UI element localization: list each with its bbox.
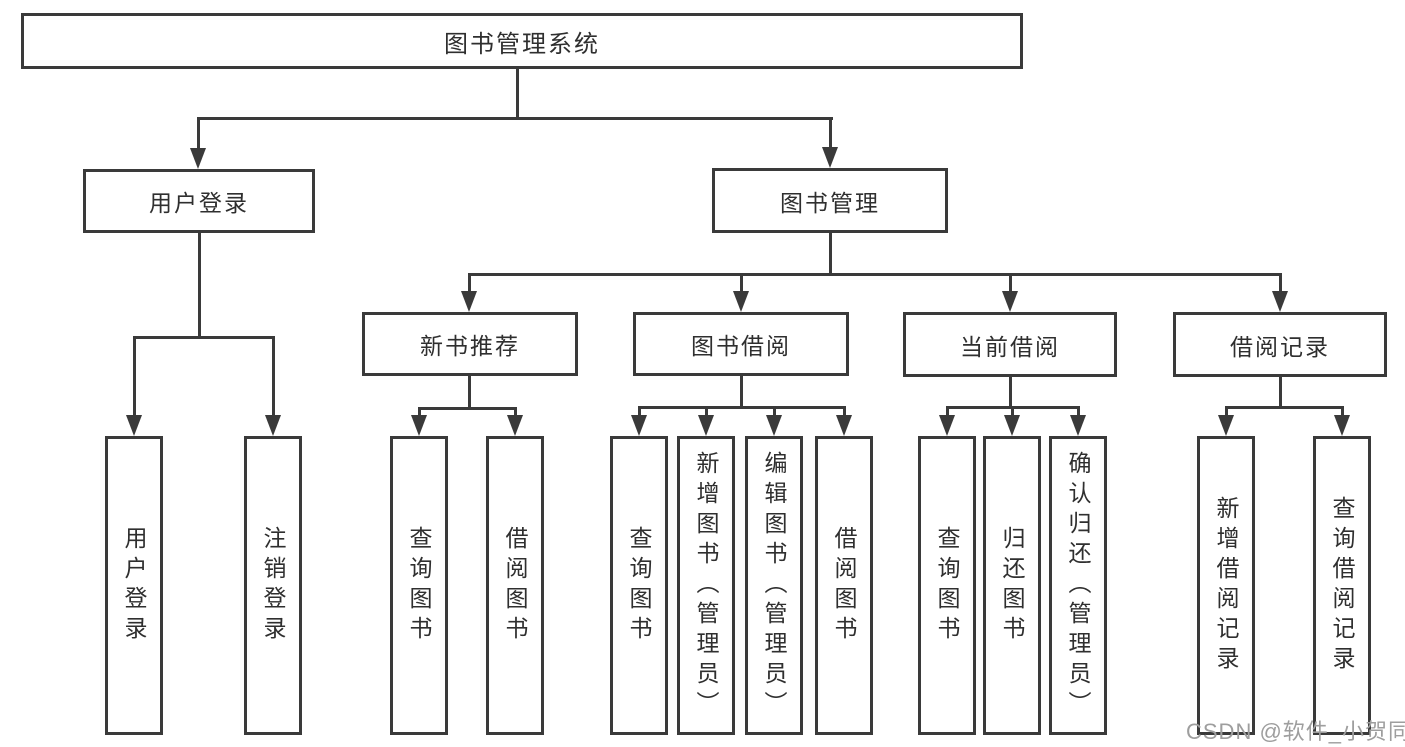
arrow-down-icon: [190, 148, 206, 169]
arrow-down-icon: [631, 415, 647, 436]
connector-line: [638, 406, 845, 409]
node-book-borrow: 图书借阅: [633, 312, 849, 376]
connector-line: [468, 376, 471, 407]
connector-line: [133, 336, 275, 339]
connector-line: [1279, 377, 1282, 406]
arrow-down-icon: [698, 415, 714, 436]
connector-line: [740, 376, 743, 406]
node-new-book-recommend: 新书推荐: [362, 312, 578, 376]
leaf-query-borrow-record: 查询借阅记录: [1313, 436, 1371, 735]
connector-line: [418, 407, 421, 418]
arrow-down-icon: [507, 415, 523, 436]
leaf-return-books: 归还图书: [983, 436, 1041, 735]
connector-line: [198, 233, 201, 336]
connector-line: [197, 117, 833, 120]
connector-line: [829, 117, 832, 150]
arrow-down-icon: [1334, 415, 1350, 436]
leaf-label: 确认归还（管理员）: [1065, 450, 1091, 721]
leaf-borrow-books: 借阅图书: [815, 436, 873, 735]
connector-line: [418, 407, 516, 410]
arrow-down-icon: [836, 415, 852, 436]
connector-line: [1225, 406, 1228, 418]
arrow-down-icon: [1070, 415, 1086, 436]
leaf-label: 用户登录: [121, 525, 147, 646]
leaf-query-books-current: 查询图书: [918, 436, 976, 735]
arrow-down-icon: [1272, 291, 1288, 312]
arrow-down-icon: [461, 291, 477, 312]
connector-line: [516, 69, 519, 117]
connector-line: [1077, 406, 1080, 418]
connector-line: [638, 406, 641, 418]
leaf-label: 新增借阅记录: [1213, 495, 1239, 676]
connector-line: [468, 273, 1282, 276]
leaf-label: 编辑图书（管理员）: [761, 450, 787, 721]
leaf-label: 归还图书: [999, 525, 1025, 646]
connector-line: [946, 406, 949, 418]
node-current-borrow: 当前借阅: [903, 312, 1117, 377]
leaf-query-books-borrow: 查询图书: [610, 436, 668, 735]
arrow-down-icon: [1004, 415, 1020, 436]
arrow-down-icon: [822, 147, 838, 168]
arrow-down-icon: [265, 415, 281, 436]
connector-line: [1341, 406, 1344, 418]
node-label: 图书管理: [780, 189, 880, 216]
arrow-down-icon: [1002, 291, 1018, 312]
connector-line: [197, 117, 200, 151]
connector-line: [740, 273, 743, 294]
leaf-label: 新增图书（管理员）: [693, 450, 719, 721]
csdn-watermark: CSDN @软件_小贺同学: [1186, 719, 1405, 744]
node-label: 新书推荐: [420, 333, 520, 359]
arrow-down-icon: [1218, 415, 1234, 436]
leaf-confirm-return-admin: 确认归还（管理员）: [1049, 436, 1107, 735]
connector-line: [468, 273, 471, 294]
arrow-down-icon: [766, 415, 782, 436]
leaf-label: 借阅图书: [502, 525, 528, 646]
arrow-down-icon: [126, 415, 142, 436]
node-label: 图书管理系统: [444, 30, 600, 58]
node-library-management-system: 图书管理系统: [21, 13, 1023, 69]
connector-line: [829, 233, 832, 273]
arrow-down-icon: [939, 415, 955, 436]
leaf-label: 查询借阅记录: [1329, 495, 1355, 676]
leaf-borrow-books-recommend: 借阅图书: [486, 436, 544, 735]
connector-line: [1279, 273, 1282, 294]
node-label: 借阅记录: [1230, 333, 1330, 360]
node-label: 用户登录: [149, 190, 249, 216]
leaf-label: 查询图书: [934, 525, 960, 646]
leaf-label: 借阅图书: [831, 525, 857, 646]
node-label: 图书借阅: [691, 333, 791, 359]
connector-line: [272, 336, 275, 418]
connector-line: [514, 407, 517, 418]
connector-line: [705, 406, 708, 418]
connector-line: [1009, 273, 1012, 294]
connector-line: [133, 336, 136, 418]
arrow-down-icon: [733, 291, 749, 312]
arrow-down-icon: [411, 415, 427, 436]
node-borrow-records: 借阅记录: [1173, 312, 1387, 377]
leaf-logout: 注销登录: [244, 436, 302, 735]
leaf-add-borrow-record: 新增借阅记录: [1197, 436, 1255, 735]
leaf-user-login: 用户登录: [105, 436, 163, 735]
leaf-label: 注销登录: [260, 525, 286, 646]
connector-line: [1009, 377, 1012, 406]
leaf-edit-books-admin: 编辑图书（管理员）: [745, 436, 803, 735]
connector-line: [1011, 406, 1014, 418]
connector-line: [773, 406, 776, 418]
leaf-label: 查询图书: [626, 525, 652, 646]
connector-line: [1225, 406, 1343, 409]
node-label: 当前借阅: [960, 333, 1060, 360]
node-user-login: 用户登录: [83, 169, 315, 233]
node-book-management: 图书管理: [712, 168, 948, 233]
connector-line: [843, 406, 846, 418]
leaf-label: 查询图书: [406, 525, 432, 646]
leaf-add-books-admin: 新增图书（管理员）: [677, 436, 735, 735]
leaf-query-books-recommend: 查询图书: [390, 436, 448, 735]
